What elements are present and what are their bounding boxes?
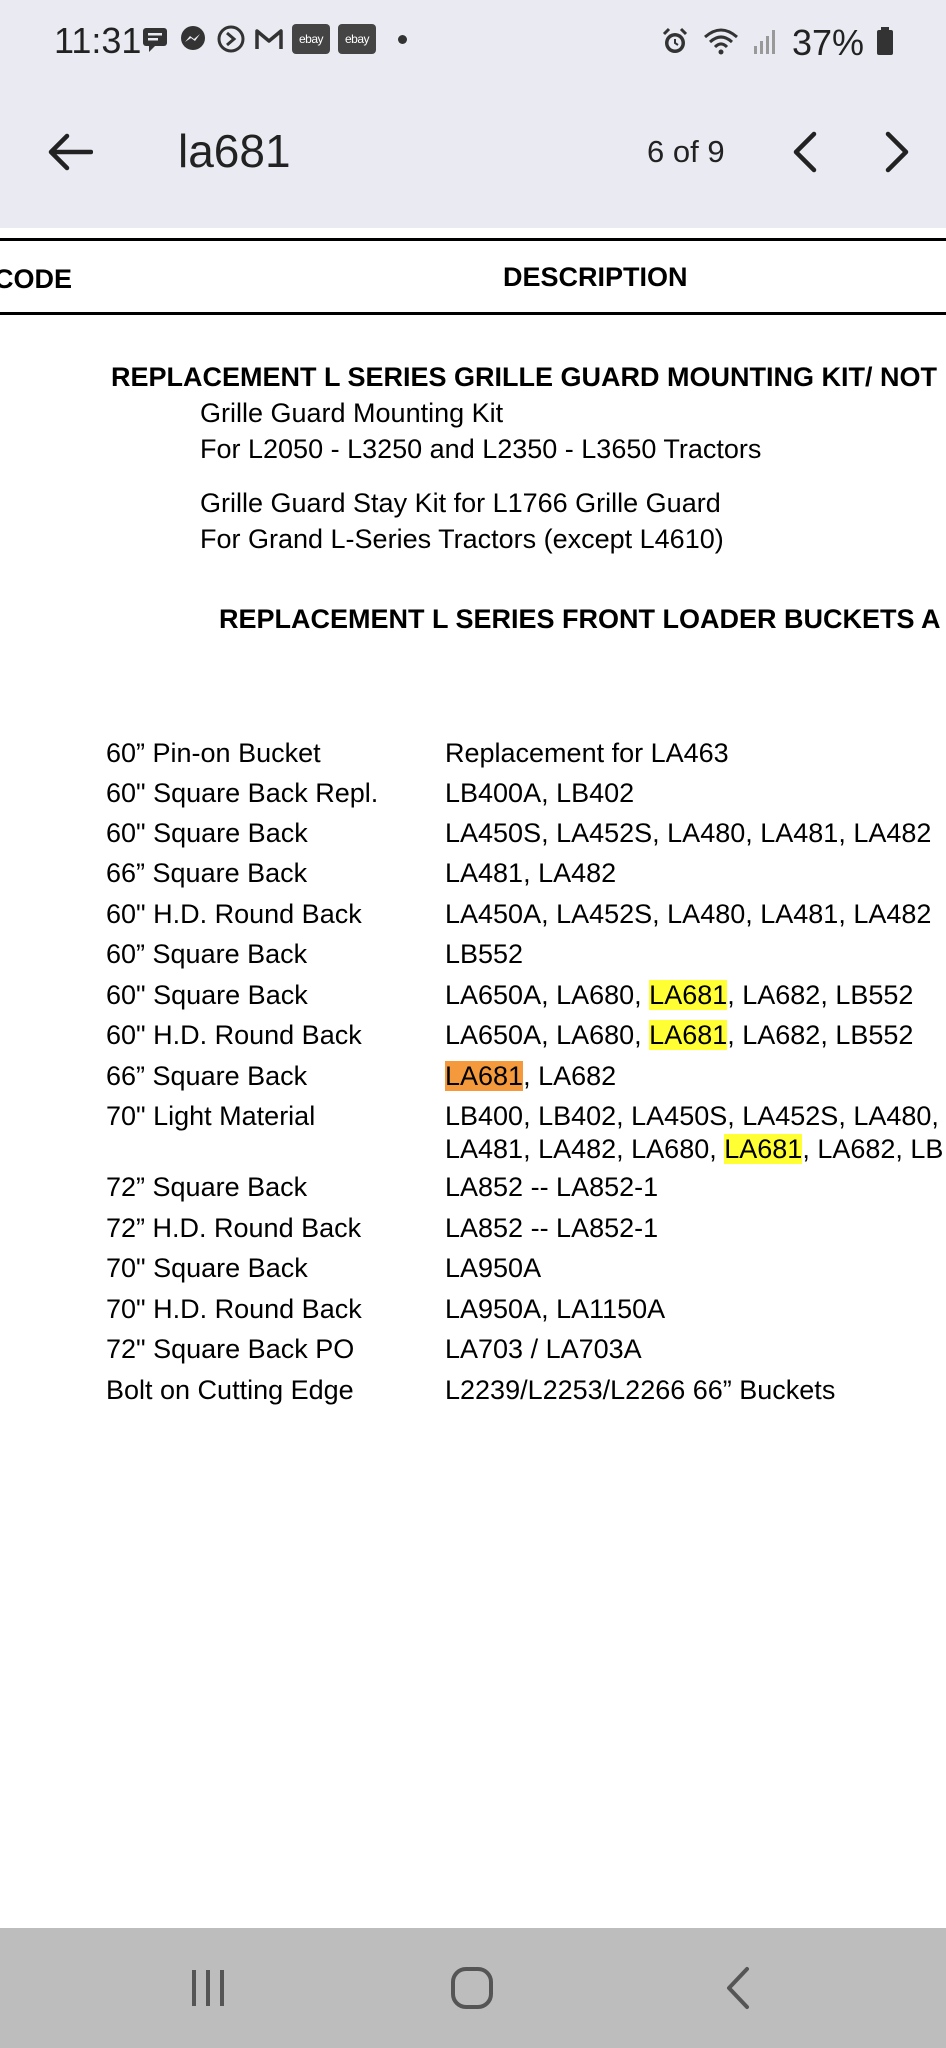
table-row-desc: LA681, LA682 [445, 1061, 616, 1092]
next-match-button[interactable] [867, 122, 927, 182]
table-row-item: 70" Light Material [106, 1101, 316, 1131]
table-row-item: 60" H.D. Round Back [106, 899, 362, 929]
pdf-page[interactable]: CODE DESCRIPTION REPLACEMENT L SERIES GR… [0, 228, 946, 1928]
recents-icon [192, 1970, 224, 2006]
message-icon [140, 24, 170, 54]
table-row-item: 60" Square Back Repl. [106, 778, 379, 808]
section-title-grille-guard: REPLACEMENT L SERIES GRILLE GUARD MOUNTI… [111, 362, 938, 392]
previous-match-button[interactable] [775, 122, 835, 182]
table-row-desc: LA703 / LA703A [445, 1334, 642, 1364]
system-status-icons: 37% [660, 22, 894, 64]
arrow-left-icon [48, 133, 93, 171]
table-row-item: 60" Square Back [106, 980, 308, 1010]
table-row-item: 60” Square Back [106, 939, 308, 969]
desc-text: LA650A, LA680, [445, 1020, 650, 1050]
wifi-icon [702, 26, 740, 61]
table-top-rule [0, 238, 946, 241]
table-row-item: 60" Square Back [106, 818, 308, 848]
ebay-icon: ebay [292, 24, 330, 54]
table-row-desc: LA852 -- LA852-1 [445, 1213, 659, 1243]
table-header-rule [0, 312, 946, 315]
pandora-icon [216, 24, 246, 54]
table-row-item: 72” H.D. Round Back [106, 1213, 362, 1243]
table-row-desc: LA852 -- LA852-1 [445, 1172, 659, 1202]
desc-text: , LA682, LB552 [727, 980, 914, 1010]
battery-percent: 37% [791, 22, 864, 63]
table-row-desc: LA650A, LA680, LA681, LA682, LB552 [445, 980, 913, 1011]
find-in-page-bar: la681 6 of 9 [0, 78, 946, 228]
desc-text: , LA682, LB552 [727, 1020, 914, 1050]
table-row-desc: LB400A, LB402 [445, 778, 635, 808]
signal-icon [752, 26, 780, 61]
chevron-left-icon [793, 131, 817, 173]
search-match-highlight: LA681 [649, 1020, 728, 1050]
more-notifications-dot [398, 34, 407, 44]
battery-icon [876, 26, 894, 61]
chevron-right-icon [885, 131, 909, 173]
search-match-highlight: LA681 [649, 980, 728, 1010]
table-row-item: 70" H.D. Round Back [106, 1294, 362, 1324]
search-match-highlight: LA681 [724, 1134, 803, 1164]
ebay-icon: ebay [338, 24, 376, 54]
desc-text: LA481, LA482, LA680, [445, 1134, 725, 1164]
table-row-desc: LA650A, LA680, LA681, LA682, LB552 [445, 1020, 913, 1051]
column-header-description: DESCRIPTION [503, 262, 688, 292]
home-button[interactable] [437, 1958, 507, 2018]
table-row-item: 70" Square Back [106, 1253, 308, 1283]
grille-line: For L2050 - L3250 and L2350 - L3650 Trac… [200, 434, 762, 464]
table-row-desc-continued: LA481, LA482, LA680, LA681, LA682, LB [445, 1134, 943, 1165]
status-bar: 11:31 ebay ebay 37% [0, 0, 946, 78]
current-match-highlight: LA681 [445, 1061, 524, 1091]
table-row-desc: L2239/L2253/L2266 66” Buckets [445, 1375, 836, 1405]
table-row-desc: LA481, LA482 [445, 858, 617, 888]
table-row-item: 60” Pin-on Bucket [106, 738, 321, 768]
recents-button[interactable] [173, 1958, 243, 2018]
section-title-front-loader-buckets: REPLACEMENT L SERIES FRONT LOADER BUCKET… [219, 604, 941, 634]
home-icon [451, 1967, 493, 2009]
system-navigation-bar [0, 1928, 946, 2048]
table-row-desc: Replacement for LA463 [445, 738, 729, 768]
table-row-desc: LA950A, LA1150A [445, 1294, 666, 1324]
gmail-icon [254, 24, 284, 54]
grille-line: For Grand L-Series Tractors (except L461… [200, 524, 724, 554]
table-row-desc: LA950A [445, 1253, 542, 1283]
match-counter: 6 of 9 [647, 134, 725, 169]
desc-text: , LA682, LB [802, 1134, 944, 1164]
notification-icons: ebay ebay [140, 24, 407, 54]
desc-text: , LA682 [523, 1061, 617, 1091]
table-row-item: Bolt on Cutting Edge [106, 1375, 354, 1405]
search-query[interactable]: la681 [178, 125, 291, 177]
table-row-desc: LA450S, LA452S, LA480, LA481, LA482 [445, 818, 932, 848]
table-row-item: 66” Square Back [106, 858, 308, 888]
table-row-desc: LA450A, LA452S, LA480, LA481, LA482 [445, 899, 932, 929]
messenger-icon [178, 24, 208, 54]
desc-text: LA650A, LA680, [445, 980, 650, 1010]
grille-line: Grille Guard Stay Kit for L1766 Grille G… [200, 488, 721, 518]
table-row-desc: LB400, LB402, LA450S, LA452S, LA480, [445, 1101, 939, 1131]
table-row-item: 72” Square Back [106, 1172, 308, 1202]
column-header-code: CODE [0, 264, 73, 294]
table-row-desc: LB552 [445, 939, 524, 969]
back-icon [727, 1967, 749, 2009]
table-row-item: 60" H.D. Round Back [106, 1020, 362, 1050]
table-row-item: 72" Square Back PO [106, 1334, 355, 1364]
grille-line: Grille Guard Mounting Kit [200, 398, 504, 428]
table-row-item: 66” Square Back [106, 1061, 308, 1091]
back-nav-button[interactable] [703, 1958, 773, 2018]
alarm-icon [660, 26, 690, 61]
status-time: 11:31 [54, 20, 142, 61]
back-button[interactable] [40, 122, 100, 182]
